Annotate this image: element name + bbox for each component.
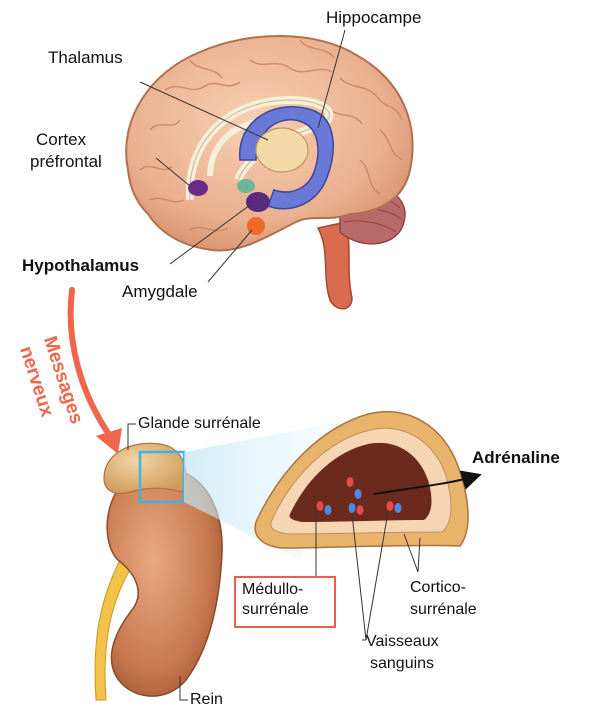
hypothalamus-structure [246, 192, 270, 212]
medullo-label-line2: surrénale [242, 600, 309, 620]
amygdale-label: Amygdale [122, 282, 198, 302]
fornix-body [237, 179, 255, 193]
rein-label: Rein [190, 690, 223, 710]
vaisseaux-label-line2: sanguins [370, 654, 434, 674]
medullo-label-line1: Médullo- [242, 580, 303, 600]
cortico-label-line1: Cortico- [410, 578, 466, 598]
cortico-label-line2: surrénale [410, 600, 477, 620]
thalamus [256, 128, 308, 172]
cortex-label-line1: Cortex [36, 130, 86, 150]
brain-illustration [126, 36, 412, 309]
vaisseaux-label-line1: Vaisseaux [366, 632, 439, 652]
hypothalamus-label: Hypothalamus [22, 256, 139, 276]
prefrontal-structure [188, 180, 208, 196]
nerve-message-arrow [71, 290, 122, 454]
cortex-label-line2: préfrontal [30, 152, 102, 172]
hippocampe-label: Hippocampe [326, 8, 421, 28]
glande-surrenale-label: Glande surrénale [138, 414, 261, 434]
thalamus-label: Thalamus [48, 48, 123, 68]
adrenaline-label: Adrénaline [472, 448, 560, 468]
